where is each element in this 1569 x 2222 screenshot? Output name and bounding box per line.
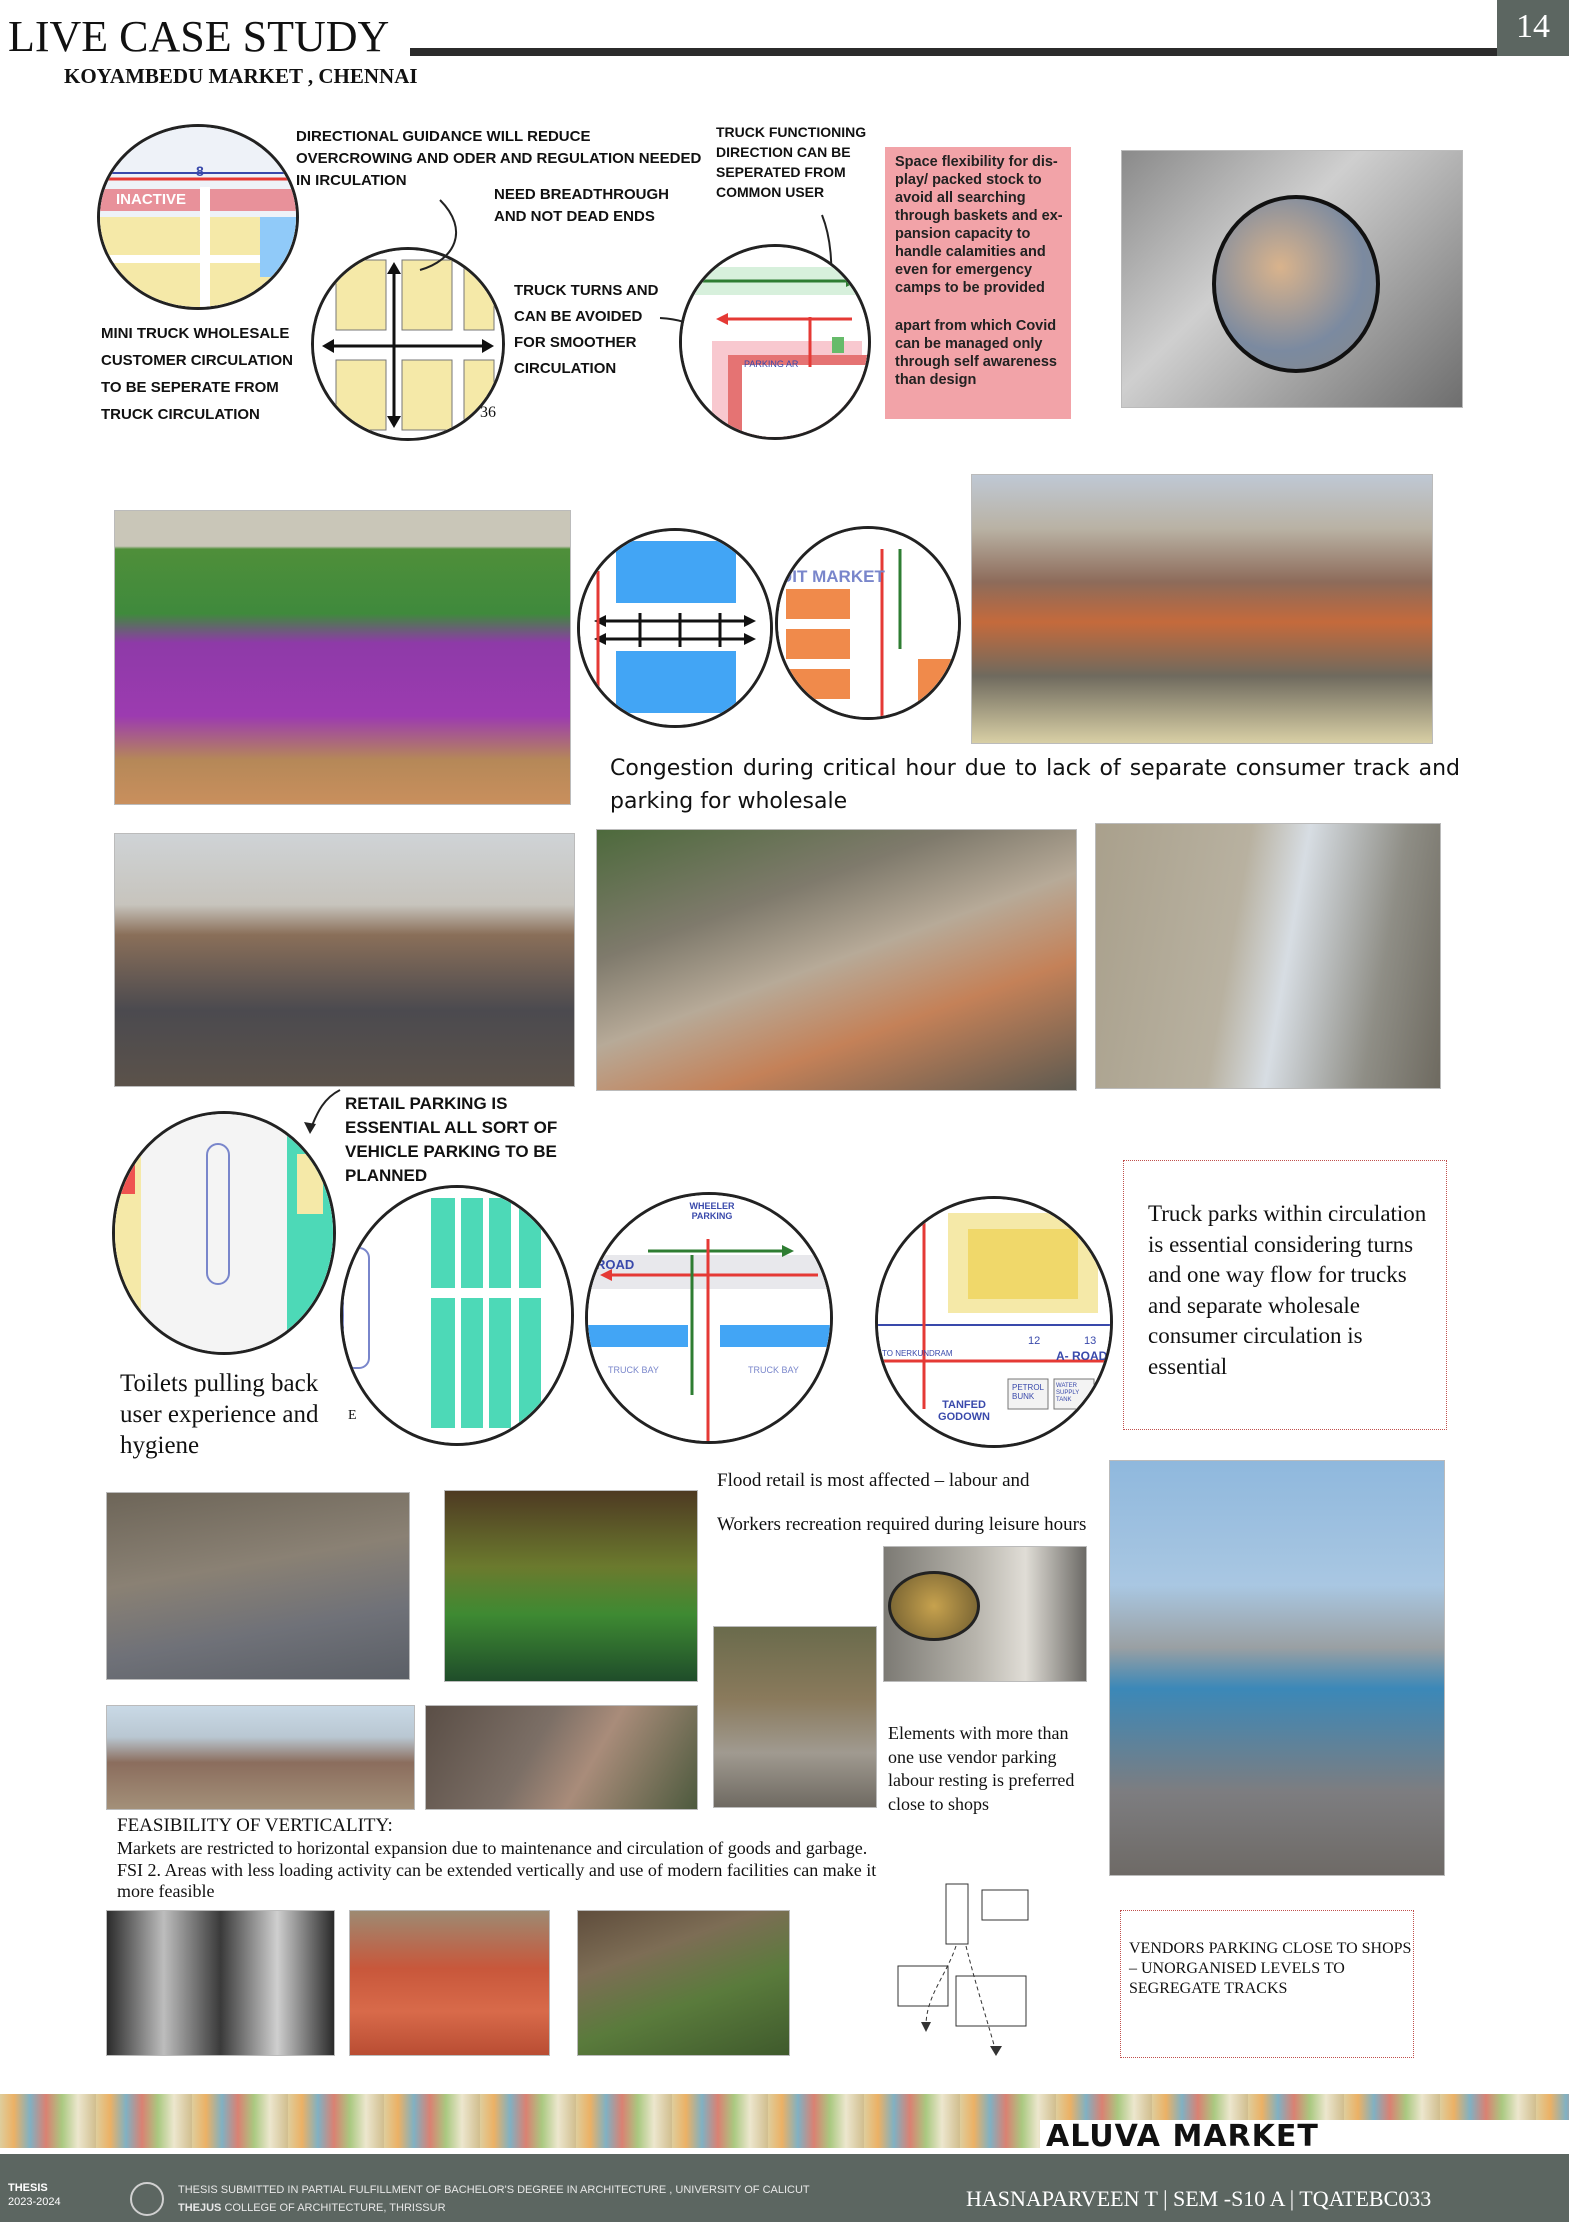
block-number: 36 — [480, 404, 496, 421]
cycle-stand-diagram — [343, 1188, 571, 1443]
wholesale-layout-diagram — [580, 531, 770, 725]
map-inset-diagram — [100, 127, 296, 307]
footer-bar: THESIS 2023-2024 THESIS SUBMITTED IN PAR… — [0, 2154, 1569, 2222]
flooded-street-photo — [106, 1705, 415, 1810]
toilet-layout-circle — [112, 1111, 336, 1355]
market-street-photo — [114, 833, 575, 1087]
recreation-photo — [883, 1546, 1087, 1682]
cattle-photo — [596, 829, 1077, 1091]
congestion-caption: Congestion during critical hour due to l… — [610, 756, 1460, 814]
parking-diagram — [682, 247, 868, 437]
retail-parking-note: RETAIL PARKING IS ESSENTIAL ALL SORT OF … — [345, 1094, 558, 1185]
worker-resting-photo — [713, 1626, 877, 1808]
petrol-bunk-label: PETROL BUNK — [1012, 1383, 1044, 1401]
note-directional-guidance: DIRECTIONAL GUIDANCE WILL REDUCE OVERCRO… — [296, 128, 702, 189]
author-line: HASNAPARVEEN T | SEM -S10 A | TQATEBC033 — [966, 2186, 1432, 2211]
note-breakthrough: NEED BREADTHROUGH AND NOT DEAD ENDS — [494, 186, 670, 225]
note-truck-turns: TRUCK TURNS AND CAN BE AVOIDED FOR SMOOT… — [514, 282, 659, 377]
truck-bay-diagram — [588, 1195, 830, 1441]
truck-bay-label-right: TRUCK BAY — [748, 1365, 799, 1375]
page-subtitle: KOYAMBEDU MARKET , CHENNAI — [64, 64, 418, 88]
wheeler-parking-label: WHEELER PARKING — [689, 1201, 735, 1221]
road-label: ROAD — [596, 1257, 635, 1272]
map-inset-circle: INACTIVE 8 — [97, 124, 299, 310]
flow-diagram — [886, 1876, 1036, 2064]
water-tank-label: WATER SUPPLY TANK — [1056, 1383, 1080, 1403]
workers-note: Workers recreation required during leisu… — [717, 1514, 1087, 1535]
page-number-badge: 14 — [1497, 0, 1569, 56]
tanfed-godown-label: TANFED GODOWN — [938, 1399, 990, 1423]
escalator-photo — [106, 1910, 335, 2056]
vendors-photo — [577, 1910, 790, 2056]
college-rest: COLLEGE OF ARCHITECTURE, THRISSUR — [221, 2202, 446, 2214]
num-13-label: 13 — [1084, 1335, 1097, 1347]
truck-parks-text: Truck parks within circulation is essent… — [1148, 1201, 1427, 1379]
block-layout-diagram — [314, 250, 502, 438]
stray-letter: E — [348, 1408, 357, 1423]
pink-note-2: apart from which Covid can be managed on… — [895, 318, 1057, 388]
feasibility-title: FEASIBILITY OF VERTICALITY: — [117, 1815, 393, 1836]
page-title: LIVE CASE STUDY — [8, 12, 390, 61]
num-12-label: 12 — [1028, 1335, 1041, 1347]
a-road-label: A- ROAD — [1056, 1349, 1108, 1363]
college-line: THEJUS COLLEGE OF ARCHITECTURE, THRISSUR — [178, 2202, 446, 2214]
block-layout-circle — [311, 247, 505, 441]
toilet-layout-diagram — [115, 1114, 333, 1352]
wall-street-photo — [1095, 823, 1441, 1089]
flow-diagram-sketch — [886, 1876, 1036, 2064]
truck-parks-box: Truck parks within circulation is essent… — [1123, 1160, 1447, 1430]
college-name: THEJUS — [178, 2202, 222, 2214]
market-sheds-photo — [1109, 1460, 1445, 1876]
elements-note: Elements with more than one use vendor p… — [888, 1723, 1075, 1814]
market-crowd-photo — [1121, 150, 1463, 408]
flood-note: Flood retail is most affected – labour a… — [717, 1470, 1030, 1491]
pink-note-box: Space flexibility for dis- play/ packed … — [885, 147, 1071, 419]
site-plan-diagram — [878, 1199, 1110, 1445]
congestion-trucks-photo — [971, 474, 1433, 744]
nerkundram-label: TO NERKUNDRAM — [882, 1349, 953, 1358]
submitted-line: THESIS SUBMITTED IN PARTIAL FULFILLMENT … — [178, 2184, 810, 2196]
note-mini-truck: MINI TRUCK WHOLESALE CUSTOMER CIRCULATIO… — [101, 325, 293, 423]
truck-bay-circle: WHEELER PARKING ROAD TRUCK BAY TRUCK BAY — [585, 1192, 833, 1444]
note-truck-direction: TRUCK FUNCTIONING DIRECTION CAN BE SEPER… — [716, 124, 867, 200]
toilets-note: Toilets pulling back user experience and… — [120, 1370, 319, 1459]
page-number: 14 — [1516, 8, 1550, 45]
vendors-parking-text: VENDORS PARKING CLOSE TO SHOPS – UNORGAN… — [1129, 1940, 1412, 1997]
truck-bay-label-left: TRUCK BAY — [608, 1365, 659, 1375]
vegetable-market-photo — [444, 1490, 698, 1682]
parking-area-label: PARKING AR — [744, 359, 799, 369]
site-plan-circle: 12 13 A- ROAD TO NERKUNDRAM TANFED GODOW… — [875, 1196, 1113, 1448]
parking-circle: PARKING AR — [679, 244, 871, 440]
road-number-label: 8 — [196, 163, 204, 179]
sacks-photo — [349, 1910, 550, 2056]
thesis-year: 2023-2024 — [8, 2196, 61, 2208]
wholesale-layout-circle — [577, 528, 773, 728]
college-logo-icon — [130, 2182, 164, 2216]
thesis-label: THESIS — [8, 2182, 48, 2194]
pink-note-1: Space flexibility for dis- play/ packed … — [895, 154, 1063, 296]
fruit-market-circle: UIT MARKET — [775, 526, 961, 720]
wet-floor-photo — [425, 1705, 698, 1810]
header-rule — [410, 48, 1498, 56]
trucks-highlight-photo — [114, 510, 571, 805]
cycle-stand-circle — [340, 1185, 574, 1446]
feasibility-body: Markets are restricted to horizontal exp… — [117, 1838, 877, 1901]
inactive-label: INACTIVE — [116, 191, 187, 208]
retail-leader-line — [304, 1089, 341, 1134]
fruit-market-label: UIT MARKET — [780, 567, 885, 586]
vendors-parking-box: VENDORS PARKING CLOSE TO SHOPS – UNORGAN… — [1120, 1910, 1414, 2058]
fruit-market-diagram — [778, 529, 958, 717]
flood-person-photo — [106, 1492, 410, 1680]
